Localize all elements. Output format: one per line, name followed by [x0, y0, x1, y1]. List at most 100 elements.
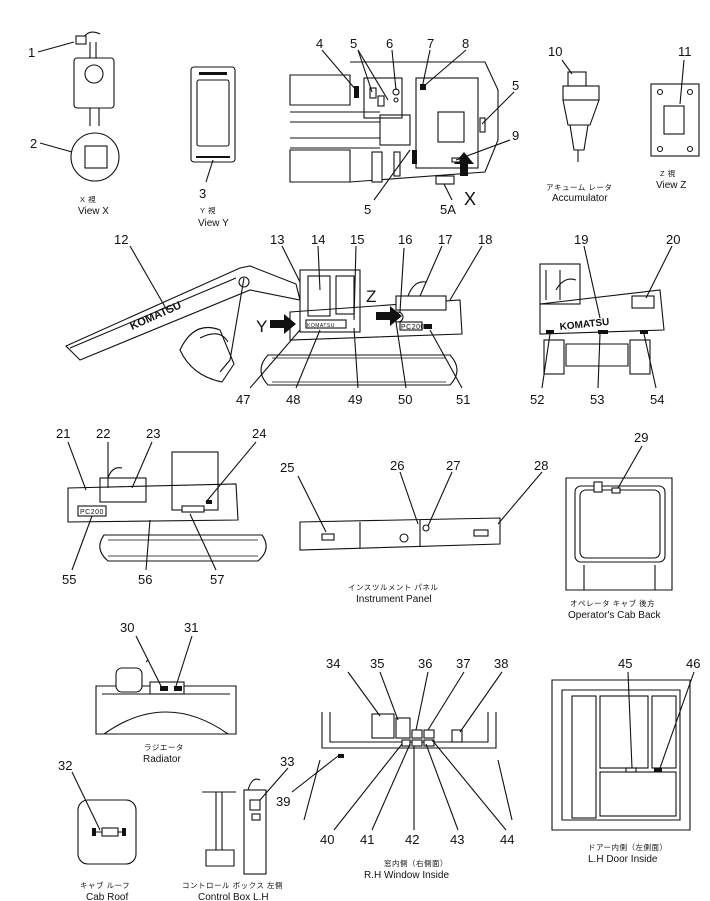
callout-19: 19: [574, 232, 588, 247]
callout-21: 21: [56, 426, 70, 441]
label-38-shape: [451, 729, 463, 743]
control-box-jp: コントロール ボックス 左側: [182, 880, 283, 890]
rear-brand: KOMATSU: [559, 317, 610, 333]
callout-3: 3: [199, 186, 206, 201]
callout-20: 20: [666, 232, 680, 247]
rh-window-caption: R.H Window Inside: [364, 870, 449, 881]
rh-window-jp: 窓内側（右側面）: [384, 858, 448, 868]
callout-25: 25: [280, 460, 294, 475]
view-y-arrow: [270, 314, 296, 334]
callout-41: 41: [360, 832, 374, 847]
label-20-shape: [631, 295, 655, 309]
instrument-panel-caption: Instrument Panel: [356, 594, 432, 605]
top-view-cab-block: [379, 114, 411, 146]
view-x-arrow: [454, 152, 474, 176]
view-z-arrow: [376, 306, 402, 326]
boom-brand: KOMATSU: [128, 299, 183, 332]
cab-roof-group: 32 キャブ ルーフ Cab Roof: [58, 758, 137, 901]
accumulator-group: 10 アキューム レータ Accumulator: [546, 44, 612, 204]
callout-26: 26: [390, 458, 404, 473]
accumulator-caption: Accumulator: [552, 193, 608, 204]
callout-48: 48: [286, 392, 300, 407]
rear-view-group: KOMATSU 19 20 52 53 54: [530, 232, 680, 407]
radiator-caption: Radiator: [143, 754, 181, 765]
instrument-panel-group: 25 26 27 28 インスツルメント パネル Instrument Pane…: [280, 458, 548, 605]
callout-9: 9: [512, 128, 519, 143]
callout-55: 55: [62, 572, 76, 587]
callout-44: 44: [500, 832, 514, 847]
callout-34: 34: [326, 656, 340, 671]
view-z-group: 11 Z 視 View Z: [650, 44, 700, 191]
view-z-caption: View Z: [656, 180, 686, 191]
callout-47: 47: [236, 392, 250, 407]
callout-4: 4: [316, 36, 323, 51]
cab-back-group: 29 オペレータ キャブ 後方 Operator's Cab Back: [565, 430, 673, 621]
marker-z: Z: [366, 287, 376, 306]
view-y-caption: View Y: [198, 218, 229, 229]
label-1-shape: [75, 35, 87, 45]
label-4-shape: [354, 86, 359, 98]
view-y-group: 3 Y 視 View Y: [190, 66, 236, 229]
callout-56: 56: [138, 572, 152, 587]
callout-52: 52: [530, 392, 544, 407]
callout-54: 54: [650, 392, 664, 407]
callout-45: 45: [618, 656, 632, 671]
callout-14: 14: [311, 232, 325, 247]
callout-5-top: 5: [350, 36, 357, 51]
label-11-shape: [663, 105, 685, 135]
callout-57: 57: [210, 572, 224, 587]
callout-32: 32: [58, 758, 72, 773]
side-brand-small: KOMATSU: [307, 323, 335, 329]
callout-12: 12: [114, 232, 128, 247]
callout-37: 37: [456, 656, 470, 671]
cab-roof-caption: Cab Roof: [86, 892, 128, 901]
callout-42: 42: [405, 832, 419, 847]
accumulator-jp: アキューム レータ: [546, 183, 612, 192]
instrument-panel: [299, 517, 501, 551]
label-10-shape: [567, 71, 587, 87]
callout-29: 29: [634, 430, 648, 445]
marker-y: Y: [256, 317, 267, 336]
cab-back-jp: オペレータ キャブ 後方: [570, 598, 655, 608]
callout-40: 40: [320, 832, 334, 847]
radiator-jp: ラジエータ: [144, 743, 184, 752]
callout-33: 33: [280, 754, 294, 769]
callout-49: 49: [348, 392, 362, 407]
control-box-caption: Control Box L.H: [198, 892, 269, 901]
callout-27: 27: [446, 458, 460, 473]
boom: [65, 265, 301, 361]
view-x-jp: X 視: [80, 195, 96, 204]
callout-35: 35: [370, 656, 384, 671]
excavator-side-group: KOMATSU PC200 KOMATSU Y Z: [65, 232, 492, 407]
callout-50: 50: [398, 392, 412, 407]
label-5A-shape: [435, 175, 455, 185]
callout-30: 30: [120, 620, 134, 635]
side-model-label: PC200: [401, 324, 425, 331]
cab-back-caption: Operator's Cab Back: [568, 610, 662, 621]
callout-28: 28: [534, 458, 548, 473]
callout-53: 53: [590, 392, 604, 407]
lh-door-group: 45 46 ドアー内側（左側面） L.H Door Inside: [551, 656, 700, 865]
view-y-panel: [190, 66, 236, 163]
label-34-shape: [371, 713, 395, 739]
top-view-group: 4 5 6 7 8 5 9 5 5A X: [289, 36, 519, 217]
callout-38: 38: [494, 656, 508, 671]
callout-43: 43: [450, 832, 464, 847]
callout-13: 13: [270, 232, 284, 247]
lh-door-jp: ドアー内側（左側面）: [588, 842, 668, 852]
callout-18: 18: [478, 232, 492, 247]
callout-39: 39: [276, 794, 290, 809]
radiator-group: 30 31 ラジエータ Radiator: [95, 620, 237, 765]
callout-10: 10: [548, 44, 562, 59]
callout-31: 31: [184, 620, 198, 635]
callout-5A: 5A: [440, 202, 456, 217]
left-track: [99, 534, 267, 562]
callout-11: 11: [678, 44, 692, 59]
label-46-shape: [654, 768, 662, 772]
instrument-panel-jp: インスツルメント パネル: [348, 583, 438, 592]
callout-8: 8: [462, 36, 469, 51]
label-32-shape: [101, 827, 119, 837]
bucket: [179, 326, 235, 383]
callout-51: 51: [456, 392, 470, 407]
